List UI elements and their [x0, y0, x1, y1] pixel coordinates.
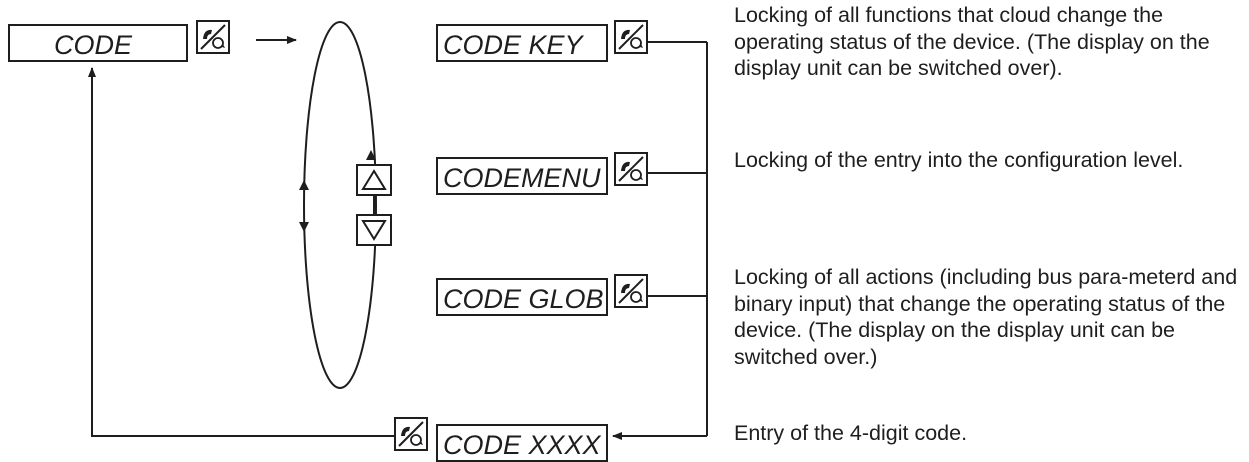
- hand-rotate-icon: [394, 417, 428, 451]
- return-path: [88, 67, 394, 437]
- loop-arrow-left-down: [299, 222, 309, 232]
- loop-arrow-left-up: [299, 180, 309, 190]
- code-xxxx-description: Entry of the 4-digit code.: [734, 421, 968, 445]
- code-glob-description: Locking of all actions (including bus pa…: [734, 265, 1238, 369]
- hand-rotate-icon: [196, 20, 230, 54]
- triangle-up-icon: [356, 164, 392, 196]
- hand-rotate-icon: [614, 274, 648, 308]
- code-menu-box: CODEMENU: [436, 157, 608, 195]
- code-menu-description: Locking of the entry into the configurat…: [734, 148, 1184, 172]
- selection-loop: [303, 21, 377, 389]
- code-glob-box: CODE GLOB: [436, 278, 608, 316]
- loop-arrow-up: [366, 150, 376, 160]
- triangle-down-icon: [356, 214, 392, 246]
- code-key-description: Locking of all functions that cloud chan…: [734, 3, 1210, 80]
- hand-rotate-icon: [614, 20, 648, 54]
- code-box: CODE: [8, 24, 188, 62]
- code-xxxx-box: CODE XXXX: [436, 424, 608, 462]
- hand-rotate-icon: [614, 152, 648, 186]
- code-key-box: CODE KEY: [436, 24, 608, 62]
